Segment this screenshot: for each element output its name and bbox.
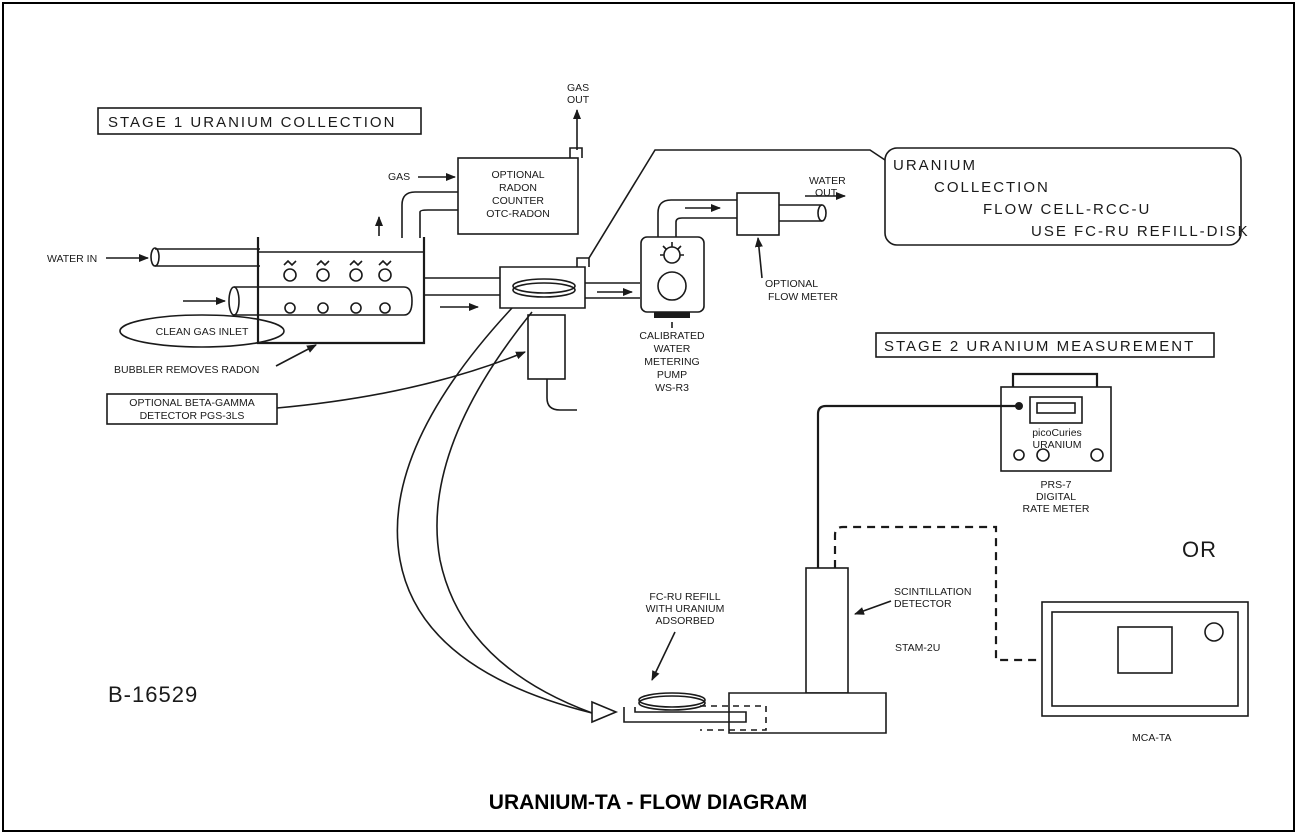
water-out-label-1: WATER — [809, 175, 846, 187]
callout-line-3: FLOW CELL-RCC-U — [983, 201, 1151, 218]
mca-cable — [833, 525, 1072, 662]
rate-meter-cable — [816, 404, 1019, 568]
refill-label-2: WITH URANIUM — [646, 603, 725, 615]
callout-line-1: URANIUM — [893, 157, 977, 174]
transfer-curve-inner — [436, 311, 593, 714]
flow-meter-pointer — [754, 237, 763, 279]
rate-meter-label-2: DIGITAL — [1036, 491, 1076, 503]
refill-label-1: FC-RU REFILL — [649, 591, 720, 603]
beta-gamma-detector — [527, 314, 577, 411]
callout-line-4: USE FC-RU REFILL-DISK — [1031, 223, 1250, 240]
rate-meter-display-1: picoCuries — [1032, 427, 1082, 439]
water-in-label: WATER IN — [47, 253, 97, 265]
metering-pump — [640, 236, 705, 318]
pump-line-5: WS-R3 — [655, 382, 689, 394]
flow-cell — [499, 257, 590, 309]
stage1-title: STAGE 1 URANIUM COLLECTION — [108, 114, 396, 131]
water-out-label-2: OUT — [815, 187, 838, 199]
clean-gas-inlet-outline — [119, 314, 285, 348]
radon-counter: OPTIONAL RADON COUNTER OTC-RADON — [457, 147, 583, 235]
footer-title: URANIUM-TA - FLOW DIAGRAM — [489, 791, 807, 814]
radon-line-4: OTC-RADON — [486, 208, 550, 220]
rate-meter-label-1: PRS-7 — [1041, 479, 1072, 491]
drawing-number: B-16529 — [108, 682, 198, 707]
pump-line-2: WATER — [654, 343, 691, 355]
pump-line-3: METERING — [644, 356, 699, 368]
stage1-title-box: STAGE 1 URANIUM COLLECTION — [97, 107, 422, 135]
gas-label: GAS — [388, 171, 410, 183]
stage2-title: STAGE 2 URANIUM MEASUREMENT — [884, 338, 1195, 355]
gas-out-label-1: GAS — [567, 82, 589, 94]
rate-meter-display-2: URANIUM — [1033, 439, 1082, 451]
bubbler-tank — [256, 237, 426, 345]
transfer-arrowhead — [591, 700, 619, 724]
stage2-title-box: STAGE 2 URANIUM MEASUREMENT — [875, 332, 1215, 358]
rate-meter-label-3: RATE METER — [1023, 503, 1090, 515]
flow-meter-label-2: FLOW METER — [768, 291, 838, 303]
callout-line-2: COLLECTION — [934, 179, 1050, 196]
bubbler-arrow — [275, 344, 317, 367]
pump-line-4: PUMP — [657, 369, 687, 381]
mca-label: MCA-TA — [1132, 732, 1171, 744]
beta-gamma-label-2: DETECTOR PGS-3LS — [140, 410, 245, 422]
scint-model: STAM-2U — [895, 642, 940, 654]
or-label: OR — [1182, 537, 1217, 562]
scint-label-1: SCINTILLATION — [894, 586, 971, 598]
refill-label-3: ADSORBED — [656, 615, 715, 627]
collection-callout: URANIUM COLLECTION FLOW CELL-RCC-U USE F… — [588, 147, 1250, 259]
gas-out-label-2: OUT — [567, 94, 590, 106]
radon-line-2: RADON — [499, 182, 537, 194]
beta-gamma-pointer — [276, 351, 526, 409]
bubbler-label: BUBBLER REMOVES RADON — [114, 364, 259, 376]
pump-line-1: CALIBRATED — [639, 330, 705, 342]
transfer-curve-outer — [396, 307, 593, 714]
beta-gamma-label-box — [106, 393, 278, 425]
radon-line-3: COUNTER — [492, 195, 544, 207]
refill-disk — [638, 692, 706, 708]
scint-label-2: DETECTOR — [894, 598, 952, 610]
refill-pointer — [651, 631, 676, 681]
mca-unit — [1041, 601, 1249, 717]
scintillation-detector — [623, 567, 887, 734]
radon-line-1: OPTIONAL — [491, 169, 544, 181]
radon-pipe — [401, 191, 458, 238]
clean-gas-inlet-label: CLEAN GAS INLET — [156, 326, 249, 338]
scint-pointer — [854, 600, 892, 615]
flow-meter — [736, 192, 780, 236]
flow-meter-label-1: OPTIONAL — [765, 278, 818, 290]
rate-meter: picoCuries URANIUM — [1000, 372, 1112, 472]
beta-gamma-label-1: OPTIONAL BETA-GAMMA — [129, 397, 254, 409]
